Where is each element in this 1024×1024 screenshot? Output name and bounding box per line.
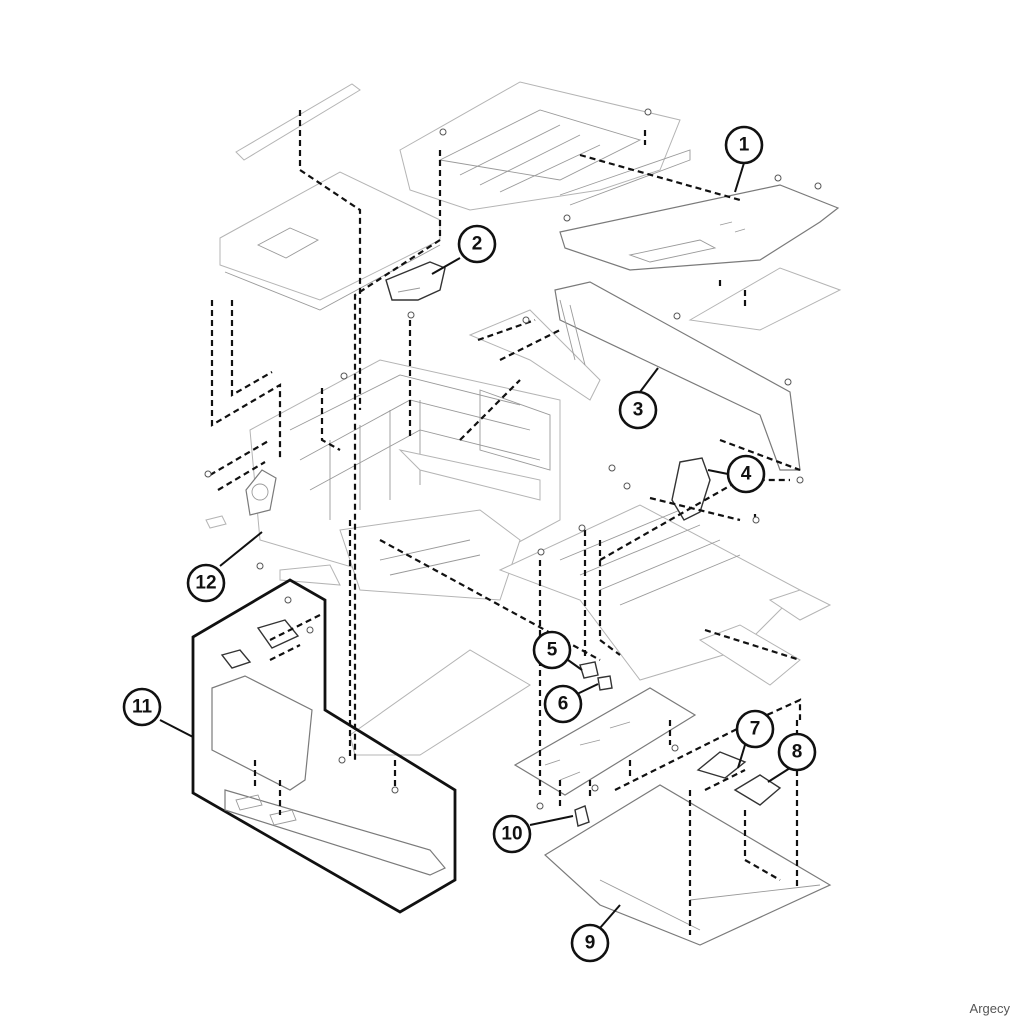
part-3-right-cover — [554, 281, 801, 471]
part-1-scanner-cover — [559, 184, 840, 271]
part-base-frame-board — [513, 687, 697, 796]
callout-9-label: 9 — [585, 933, 596, 954]
rear-tray — [349, 649, 531, 756]
callout-9: 9 — [570, 923, 610, 963]
callout-11: 11 — [122, 687, 162, 727]
callout-10: 10 — [492, 814, 532, 854]
part-6-actuator — [597, 675, 613, 691]
callout-8: 8 — [777, 732, 817, 772]
callout-7: 7 — [735, 709, 775, 749]
callout-5: 5 — [532, 630, 572, 670]
part-7-label — [696, 751, 747, 779]
callout-2: 2 — [457, 224, 497, 264]
callout-12-label: 12 — [195, 573, 216, 594]
paper-sheet — [688, 267, 842, 331]
callout-12: 12 — [186, 563, 226, 603]
callout-8-label: 8 — [792, 742, 803, 763]
top-cover — [219, 171, 441, 311]
argecy-watermark: Argecy — [969, 1001, 1010, 1016]
left-bracket — [205, 515, 341, 586]
callout-5-label: 5 — [547, 640, 558, 661]
part-12-gear-cover — [245, 469, 277, 516]
roller-bar — [235, 83, 361, 161]
callout-3: 3 — [618, 390, 658, 430]
part-4-bracket — [671, 457, 711, 521]
part-10-clip — [574, 805, 590, 827]
part-2-hinge-bracket — [385, 261, 446, 301]
callout-1: 1 — [724, 125, 764, 165]
part-5-sensor — [579, 661, 599, 679]
screws — [204, 108, 822, 810]
part-9-base-plate — [544, 784, 832, 946]
callout-4-label: 4 — [741, 464, 752, 485]
callout-11-label: 11 — [132, 697, 153, 718]
callout-7-label: 7 — [750, 719, 761, 740]
callout-6-label: 6 — [558, 694, 569, 715]
callout-1-label: 1 — [739, 135, 750, 156]
assembly-leaders — [209, 110, 802, 935]
callout-6: 6 — [543, 684, 583, 724]
top-scanner-assembly — [399, 81, 691, 211]
callout-2-label: 2 — [472, 234, 483, 255]
callout-10-label: 10 — [501, 824, 522, 845]
callout-4: 4 — [726, 454, 766, 494]
callout-3-label: 3 — [633, 400, 644, 421]
